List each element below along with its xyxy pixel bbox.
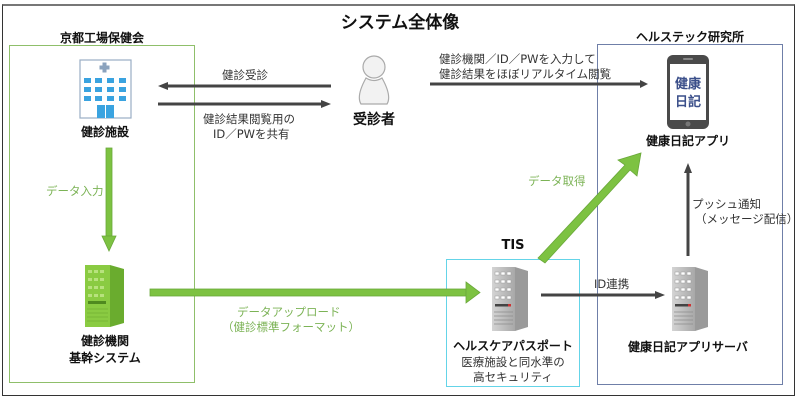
person-icon: [358, 55, 390, 105]
group-box-tis: [446, 259, 580, 387]
arrow-data-input: [101, 147, 117, 252]
smartphone-icon: 健康 日記: [667, 55, 709, 129]
node-label-app-server: 健康日記アプリサーバ: [628, 340, 748, 354]
edge-label-share-id-1: 健診結果閲覧用の: [203, 112, 295, 126]
server-icon: [492, 267, 528, 331]
node-label-app: 健康日記アプリ: [645, 134, 730, 148]
node-label-core-system-1: 健診機関: [80, 334, 129, 348]
edge-label-realtime-2: 健診結果をほぼリアルタイム閲覧: [439, 67, 612, 81]
group-label-healthtech: ヘルステック研究所: [635, 30, 744, 44]
arrow-id-link: [541, 291, 665, 299]
edge-label-realtime-1: 健診機関／ID／PWを入力して: [439, 52, 596, 66]
edge-label-data-upload-1: データアップロード: [237, 305, 341, 319]
group-box-kyoto: [9, 45, 195, 383]
edge-label-share-id-2: ID／PWを共有: [213, 127, 290, 141]
node-label-clinic: 健診施設: [80, 125, 129, 139]
node-label-core-system-2: 基幹システム: [69, 351, 141, 365]
arrow-share-id: [158, 100, 331, 108]
node-label-health-passport: ヘルスケアパスポート: [453, 339, 573, 353]
diagram-title: システム全体像: [340, 13, 460, 33]
server-icon: [672, 267, 708, 331]
health-passport-desc-2: 高セキュリティ: [473, 370, 553, 384]
diagram-frame: [2, 4, 795, 396]
edge-label-data-upload-2: （健診標準フォーマット）: [222, 320, 360, 334]
arrow-push-notify: [684, 163, 692, 256]
group-box-healthtech: [597, 44, 783, 385]
edge-label-push-2: （メッセージ配信）: [695, 212, 799, 226]
node-label-examinee: 受診者: [353, 112, 395, 128]
hospital-building-icon: [79, 59, 132, 119]
edge-label-id-link: ID連携: [594, 277, 630, 291]
edge-label-data-fetch: データ取得: [528, 174, 586, 188]
group-label-tis: TIS: [501, 238, 525, 253]
arrow-realtime-view: [430, 80, 648, 88]
arrow-data-fetch: [537, 152, 642, 264]
app-screen-text-2: 日記: [675, 94, 701, 110]
app-screen-text-1: 健康: [675, 76, 702, 92]
health-passport-desc-1: 医療施設と同水準の: [461, 355, 565, 369]
arrow-exam-visit: [158, 82, 331, 90]
arrow-data-upload: [149, 281, 481, 304]
server-icon: [85, 265, 124, 327]
edge-label-exam-visit: 健診受診: [222, 68, 268, 82]
edge-label-data-input: データ入力: [46, 184, 104, 198]
edge-label-push-1: プッシュ通知: [692, 197, 761, 211]
group-label-kyoto: 京都工場保健会: [59, 31, 144, 45]
